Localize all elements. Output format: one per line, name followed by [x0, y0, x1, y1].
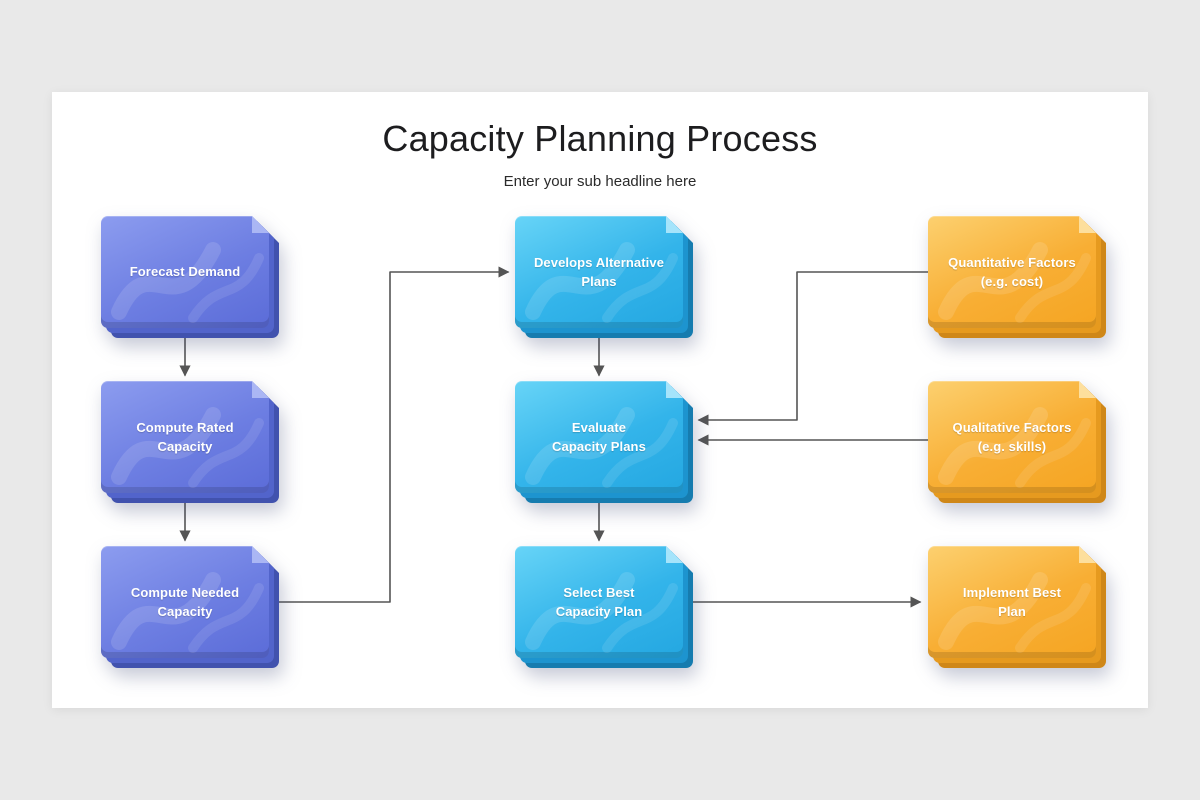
node-label: Select Best Capacity Plan — [555, 584, 643, 619]
swirl-decoration — [928, 381, 1096, 493]
node-face: Compute Needed Capacity — [101, 546, 269, 658]
node-select-best-capacity-plan: Select Best Capacity Plan — [515, 546, 683, 658]
node-label: Forecast Demand — [129, 264, 241, 280]
folded-corner — [666, 381, 683, 398]
folded-corner — [1079, 381, 1096, 398]
swirl-decoration — [101, 546, 269, 658]
node-develops-alternative-plans: Develops Alternative Plans — [515, 216, 683, 328]
node-compute-rated-capacity: Compute Rated Capacity — [101, 381, 269, 493]
node-label: Evaluate Capacity Plans — [552, 419, 646, 454]
folded-corner — [666, 216, 683, 233]
node-quantitative-factors: Quantitative Factors (e.g. cost) — [928, 216, 1096, 328]
swirl-decoration — [101, 216, 269, 328]
node-face: Forecast Demand — [101, 216, 269, 328]
node-face: Qualitative Factors (e.g. skills) — [928, 381, 1096, 493]
swirl-decoration — [515, 216, 683, 328]
folded-corner — [252, 216, 269, 233]
node-label: Quantitative Factors (e.g. cost) — [948, 254, 1076, 289]
swirl-decoration — [928, 546, 1096, 658]
page-subtitle: Enter your sub headline here — [503, 173, 697, 190]
node-label: Qualitative Factors (e.g. skills) — [952, 419, 1072, 454]
folded-corner — [666, 546, 683, 563]
folded-corner — [1079, 216, 1096, 233]
swirl-decoration — [101, 381, 269, 493]
node-face: Compute Rated Capacity — [101, 381, 269, 493]
node-face: Develops Alternative Plans — [515, 216, 683, 328]
node-implement-best-plan: Implement Best Plan — [928, 546, 1096, 658]
node-label: Compute Needed Capacity — [130, 584, 240, 619]
node-evaluate-capacity-plans: Evaluate Capacity Plans — [515, 381, 683, 493]
swirl-decoration — [515, 381, 683, 493]
node-label: Compute Rated Capacity — [136, 419, 234, 454]
node-label: Implement Best Plan — [962, 584, 1062, 619]
node-forecast-demand: Forecast Demand — [101, 216, 269, 328]
node-face: Quantitative Factors (e.g. cost) — [928, 216, 1096, 328]
node-face: Implement Best Plan — [928, 546, 1096, 658]
swirl-decoration — [928, 216, 1096, 328]
folded-corner — [252, 381, 269, 398]
node-qualitative-factors: Qualitative Factors (e.g. skills) — [928, 381, 1096, 493]
node-face: Select Best Capacity Plan — [515, 546, 683, 658]
folded-corner — [1079, 546, 1096, 563]
folded-corner — [252, 546, 269, 563]
node-face: Evaluate Capacity Plans — [515, 381, 683, 493]
page-title: Capacity Planning Process — [382, 118, 818, 159]
edge-quantitative-to-evaluate — [697, 271, 929, 426]
swirl-decoration — [515, 546, 683, 658]
edge-needed-to-develops — [278, 266, 510, 603]
node-compute-needed-capacity: Compute Needed Capacity — [101, 546, 269, 658]
node-label: Develops Alternative Plans — [533, 254, 665, 289]
